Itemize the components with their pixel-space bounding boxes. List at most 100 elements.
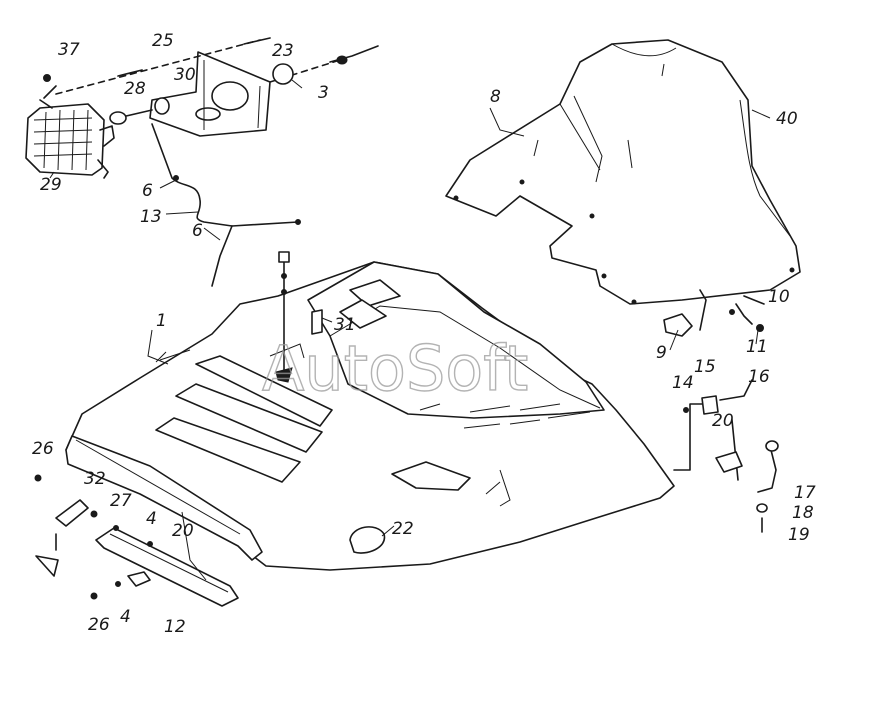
alignment-line-25	[55, 39, 261, 95]
fastener-washer	[281, 289, 287, 295]
pin-14	[683, 407, 689, 413]
mount-plate	[149, 51, 271, 137]
latch-assembly	[673, 379, 779, 533]
leader-22	[381, 525, 395, 537]
windshield-rivet	[519, 179, 525, 185]
callout-labels: 37 25 23 28 30 3 29 6 13 6 8 40 10 9 11 …	[32, 31, 816, 637]
callout-20: 20	[172, 521, 194, 541]
windshield-rivet	[453, 195, 459, 201]
reflector	[35, 555, 59, 577]
leader-lines	[49, 79, 771, 581]
hook-32	[55, 499, 89, 527]
leader-9	[669, 329, 679, 351]
callout-4: 4	[146, 509, 157, 529]
leader-31	[321, 317, 333, 323]
windshield-edge-trim	[739, 99, 791, 237]
wire-tie	[173, 175, 179, 181]
callout-9: 9	[656, 343, 667, 363]
console-slots	[419, 403, 561, 413]
callout-22: 22	[392, 519, 414, 539]
callout-4b: 4	[120, 607, 131, 627]
callout-13: 13	[140, 207, 162, 227]
console-vent	[339, 299, 387, 329]
rod-25	[117, 69, 143, 77]
adjuster-30	[154, 97, 170, 115]
adjuster-link	[125, 109, 153, 117]
latch-rod-16	[719, 379, 753, 401]
rivet-4	[115, 581, 121, 587]
callout-1: 1	[156, 311, 167, 331]
callout-14: 14	[672, 373, 694, 393]
wire-branch-6	[211, 225, 233, 287]
callout-26: 26	[32, 439, 54, 459]
callout-32: 32	[84, 469, 106, 489]
callout-6b: 6	[192, 221, 203, 241]
mount-plate-hole-small	[195, 107, 221, 121]
screw-26	[90, 592, 98, 600]
bumper-12	[95, 527, 239, 607]
callout-31: 31	[334, 315, 356, 335]
latch-knob	[765, 440, 779, 452]
grommet-3	[272, 63, 294, 85]
headlight-lens-grid	[33, 117, 93, 157]
headlight-bracket	[97, 125, 115, 179]
rivet-20	[147, 541, 153, 547]
spring-28	[109, 111, 127, 125]
callout-27: 27	[110, 491, 132, 511]
hood-louver-3	[155, 417, 301, 483]
headlight-lens-ribs	[43, 109, 89, 171]
callout-3: 3	[318, 83, 329, 103]
screw-23	[243, 37, 271, 45]
callout-11: 11	[746, 337, 768, 357]
hood-1	[65, 261, 675, 571]
leader-1	[147, 329, 169, 365]
hood-front-lip	[65, 435, 263, 561]
nut-11	[756, 324, 764, 332]
windshield-rivet	[601, 273, 607, 279]
wire-connector	[295, 219, 301, 225]
windshield-highlights	[533, 63, 665, 169]
callout-37: 37	[58, 40, 80, 60]
bumper-edge	[109, 533, 229, 593]
mount-plate-edges	[203, 60, 261, 130]
hood-mount-recess	[269, 343, 305, 359]
hood-louver-1	[195, 355, 333, 427]
callout-25: 25	[152, 31, 174, 51]
callout-23: 23	[272, 41, 294, 61]
hood-intake	[391, 461, 471, 491]
rivet-4	[113, 525, 119, 531]
leader-3	[291, 79, 303, 89]
hood-crease	[485, 469, 511, 507]
callout-8: 8	[490, 87, 501, 107]
leader-8	[489, 107, 525, 137]
windshield-rivet	[631, 299, 637, 305]
fastener-stack	[275, 251, 293, 383]
leader-29	[49, 171, 55, 179]
fastener-base	[275, 367, 293, 383]
windshield-bracket-10	[699, 289, 765, 331]
callout-10: 10	[768, 287, 790, 307]
callout-15: 15	[694, 357, 716, 377]
callout-12: 12	[164, 617, 186, 637]
latch-handle-17	[757, 445, 777, 493]
mount-31	[311, 309, 323, 335]
screw-27	[90, 510, 98, 518]
bumper-assembly	[34, 474, 239, 607]
leader-6b	[203, 227, 221, 241]
callout-28: 28	[124, 79, 146, 99]
leader-12	[181, 511, 207, 581]
windshield-rivet	[789, 267, 795, 273]
windshield-40	[445, 39, 801, 305]
latch-spring-20	[731, 419, 739, 481]
leader-11	[755, 329, 759, 345]
callout-20b: 20	[712, 411, 734, 431]
hood-louver-2	[175, 383, 323, 453]
fastener-washer	[281, 273, 287, 279]
fastener-cap	[278, 251, 290, 263]
callout-18: 18	[792, 503, 814, 523]
latch-link	[673, 403, 707, 471]
callout-26b: 26	[88, 615, 110, 635]
leader-13	[165, 211, 199, 215]
